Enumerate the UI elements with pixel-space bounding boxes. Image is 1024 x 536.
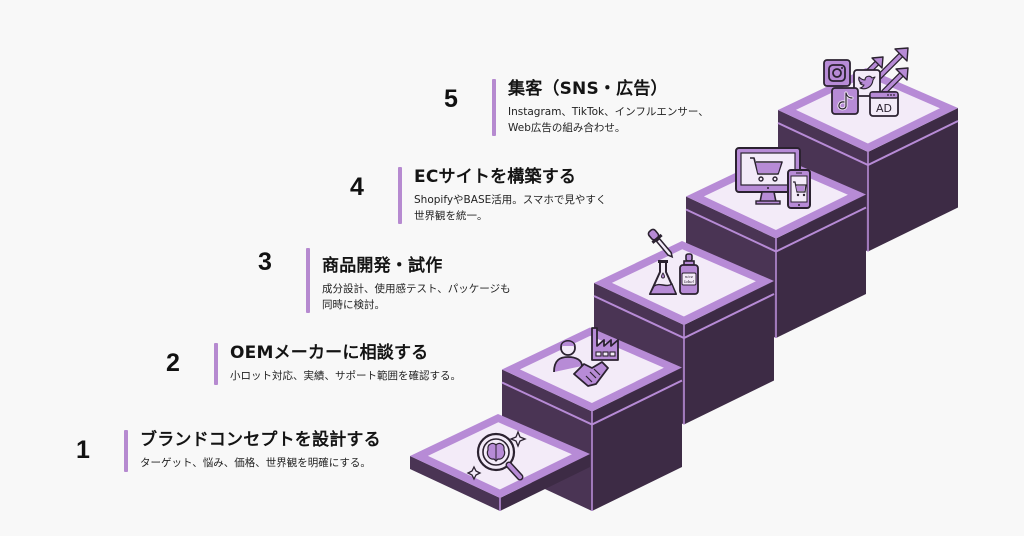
ad-label: AD xyxy=(876,102,892,115)
stair-front-right-face-2 xyxy=(592,367,682,511)
social-media-ads-icon: AD xyxy=(823,47,909,117)
step-5-label: 5 集客（SNS・広告） Instagram、TikTok、インフルエンサー、 … xyxy=(444,79,709,136)
step-title: 集客（SNS・広告） xyxy=(508,79,668,99)
step-number: 4 xyxy=(350,173,364,201)
brain-magnifier-icon xyxy=(466,430,527,481)
accent-bar xyxy=(492,79,496,136)
step-number: 2 xyxy=(166,349,180,377)
accent-bar xyxy=(306,248,310,313)
step-1-label: 1 ブランドコンセプトを設計する ターゲット、悩み、価格、世界観を明確にする。 xyxy=(76,430,381,472)
accent-bar xyxy=(214,343,218,385)
step-title: ブランドコンセプトを設計する xyxy=(140,430,381,450)
twitter-icon xyxy=(853,69,881,97)
step-number: 5 xyxy=(444,85,458,113)
step-3-label: 3 商品開発・試作 成分設計、使用感テスト、パッケージも 同時に検討。 xyxy=(258,248,511,313)
accent-bar xyxy=(398,167,402,224)
step-number: 1 xyxy=(76,436,90,464)
step-number: 3 xyxy=(258,248,272,276)
instagram-icon xyxy=(823,59,851,87)
svg-text:label: label xyxy=(684,279,695,284)
stair-front-right-face-4 xyxy=(776,194,866,338)
accent-bar xyxy=(124,430,128,472)
tiktok-icon xyxy=(831,87,859,115)
bottle-label-text: nice xyxy=(685,274,694,279)
step-4-label: 4 ECサイトを構築する ShopifyやBASE活用。スマホで見やすく 世界観… xyxy=(350,167,606,224)
step-description: ターゲット、悩み、価格、世界観を明確にする。 xyxy=(140,457,371,470)
stair-front-right-face-5 xyxy=(868,108,958,252)
step-2-label: 2 OEMメーカーに相談する 小ロット対応、実績、サポート範囲を確認する。 xyxy=(166,343,461,385)
step-description: 成分設計、使用感テスト、パッケージも 同時に検討。 xyxy=(322,283,511,311)
lab-flask-bottle-icon: nice label xyxy=(647,228,699,295)
step-title: 商品開発・試作 xyxy=(322,256,443,276)
web-ad-icon: AD xyxy=(869,91,899,117)
stair-front-right-face-3 xyxy=(684,281,774,425)
stair-front-left-face-1 xyxy=(410,456,500,511)
ecommerce-devices-icon xyxy=(735,147,811,209)
stair-front-right-face-1 xyxy=(500,454,590,511)
step-description: Instagram、TikTok、インフルエンサー、 Web広告の組み合わせ。 xyxy=(508,106,709,134)
step-title: ECサイトを構築する xyxy=(414,167,577,187)
step-description: ShopifyやBASE活用。スマホで見やすく 世界観を統一。 xyxy=(414,194,607,222)
handshake-factory-icon xyxy=(553,327,619,387)
step-description: 小ロット対応、実績、サポート範囲を確認する。 xyxy=(230,370,461,383)
step-title: OEMメーカーに相談する xyxy=(230,343,429,363)
